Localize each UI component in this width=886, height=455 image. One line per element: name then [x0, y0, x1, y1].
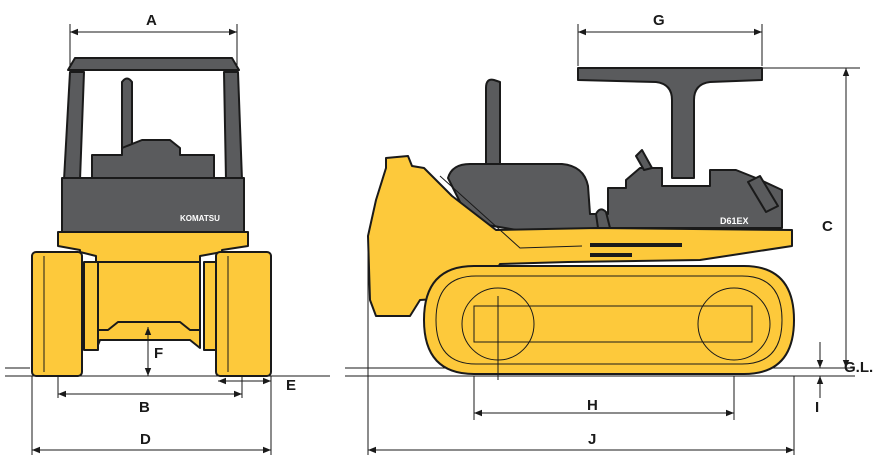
- dim-f-label: F: [154, 345, 163, 362]
- side-hood: [447, 163, 783, 235]
- komatsu-logo: KOMATSU: [180, 214, 220, 223]
- front-right-track: [215, 251, 272, 377]
- dim-g-label: G: [653, 12, 665, 29]
- dim-i-label: I: [815, 399, 819, 416]
- front-view: KOMATSU A F B E D: [5, 12, 330, 455]
- dim-j-label: J: [588, 431, 596, 448]
- sprocket-wheel: [697, 287, 771, 361]
- track-frame: [473, 305, 753, 343]
- dim-b-label: B: [139, 399, 150, 416]
- front-frame-center: [95, 261, 201, 331]
- side-track-outer: [423, 265, 795, 375]
- front-upper-body: [61, 177, 245, 233]
- exhaust-stack: [485, 78, 501, 177]
- dim-d-label: D: [140, 431, 151, 448]
- dim-a-label: A: [146, 12, 157, 29]
- dim-c-label: C: [822, 218, 833, 235]
- ground-line-label: G.L.: [844, 359, 873, 376]
- front-rops-canopy: [63, 57, 243, 181]
- side-canopy: [577, 67, 763, 179]
- stripe-upper: [590, 243, 682, 247]
- stripe-lower: [590, 253, 632, 257]
- dim-h-label: H: [587, 397, 598, 414]
- side-track-inner: [435, 275, 783, 365]
- dim-e-label: E: [286, 377, 296, 394]
- front-left-track: [31, 251, 83, 377]
- model-label: D61EX: [720, 216, 749, 226]
- side-view: D61EX G C G.L. I: [345, 12, 873, 455]
